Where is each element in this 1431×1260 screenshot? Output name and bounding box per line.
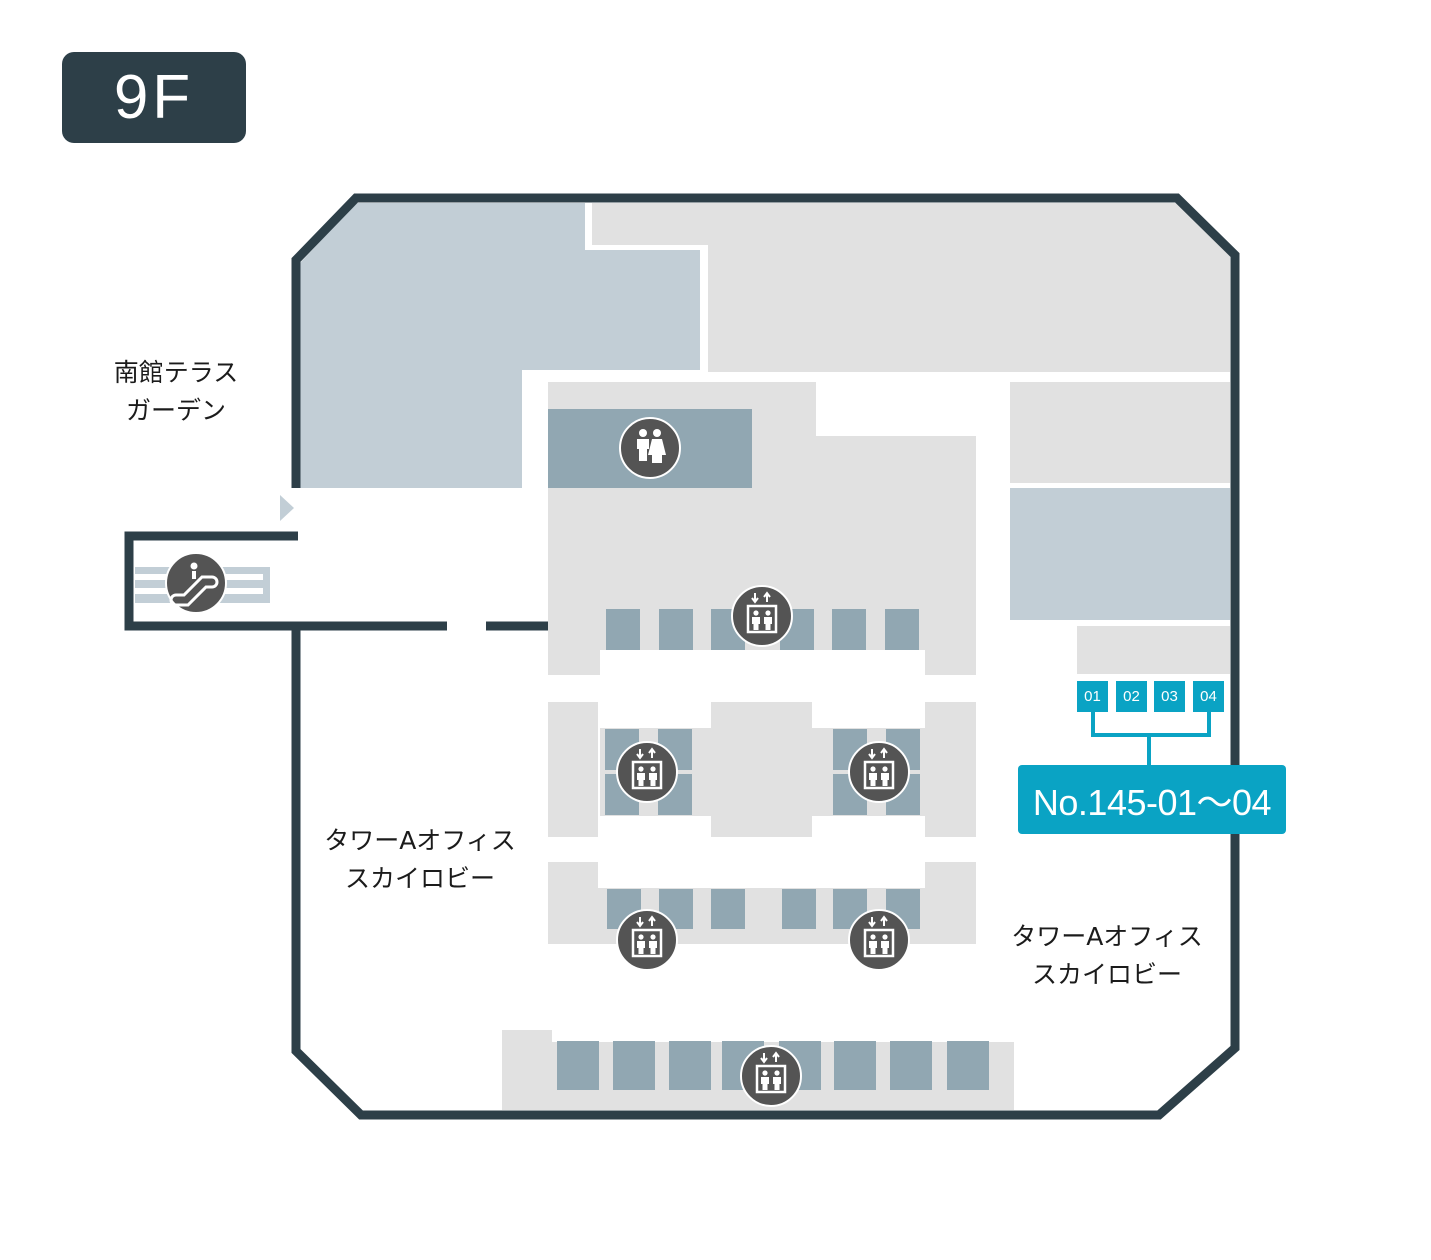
restroom-icon xyxy=(619,417,681,479)
elevator-icon xyxy=(739,1044,803,1108)
unit-callout-label: No.145-01～04 xyxy=(1032,781,1272,823)
label-sky-lobby-right: タワーAオフィス スカイロビー xyxy=(1011,922,1203,989)
elevator-icon xyxy=(847,740,911,804)
shop-area-east-1 xyxy=(1010,382,1230,483)
shop-area-northwest xyxy=(300,203,700,488)
building-walls xyxy=(124,193,1240,1120)
unit-tag-04[interactable]: 04 xyxy=(1193,681,1224,712)
elevator-core xyxy=(502,609,1014,1110)
label-south-terrace-garden: 南館テラス ガーデン xyxy=(113,358,239,425)
unit-tag-02[interactable]: 02 xyxy=(1116,681,1147,712)
floor-badge: 9F xyxy=(62,52,246,143)
shop-area-north xyxy=(592,203,1230,372)
label-sky-lobby-left: タワーAオフィス スカイロビー xyxy=(324,826,516,893)
elevator-icon xyxy=(615,740,679,804)
unit-callout[interactable]: No.145-01～04 xyxy=(1018,765,1286,834)
elevator-icon xyxy=(730,584,794,648)
shop-area-unit-145 xyxy=(1077,626,1230,674)
escalator-icon xyxy=(165,552,227,614)
elevator-icon xyxy=(847,908,911,972)
shop-area-east-2 xyxy=(1010,488,1230,620)
unit-tag-03[interactable]: 03 xyxy=(1154,681,1185,712)
unit-tag-01[interactable]: 01 xyxy=(1077,681,1108,712)
elevator-icon xyxy=(615,908,679,972)
unit-connector xyxy=(1091,712,1211,766)
floor-label: 9F xyxy=(113,63,195,132)
entrance-arrow-icon xyxy=(280,495,294,521)
